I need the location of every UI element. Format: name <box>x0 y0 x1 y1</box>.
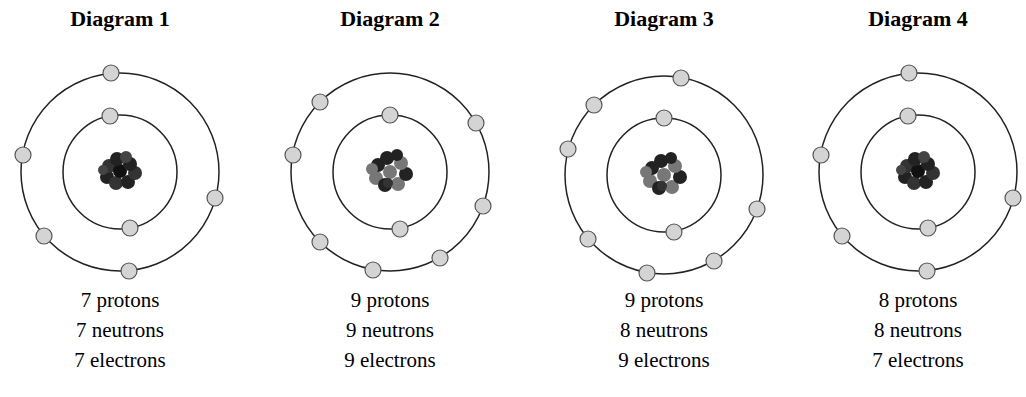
particle-count: 7 neutrons <box>76 318 164 343</box>
diagram-heading: Diagram 3 <box>614 6 714 32</box>
particle-count: 8 neutrons <box>874 318 962 343</box>
particle-count: 7 protons <box>81 288 160 313</box>
particle-count: 9 electrons <box>344 348 436 373</box>
particle-count: 9 protons <box>351 288 430 313</box>
particle-count: 7 electrons <box>74 348 166 373</box>
particle-count: 8 neutrons <box>620 318 708 343</box>
diagram-heading: Diagram 2 <box>340 6 440 32</box>
particle-count: 9 electrons <box>618 348 710 373</box>
particle-count: 8 protons <box>879 288 958 313</box>
particle-count: 9 neutrons <box>346 318 434 343</box>
diagram-heading: Diagram 1 <box>70 6 170 32</box>
particle-count: 7 electrons <box>872 348 964 373</box>
particle-count: 9 protons <box>625 288 704 313</box>
diagram-heading: Diagram 4 <box>868 6 968 32</box>
